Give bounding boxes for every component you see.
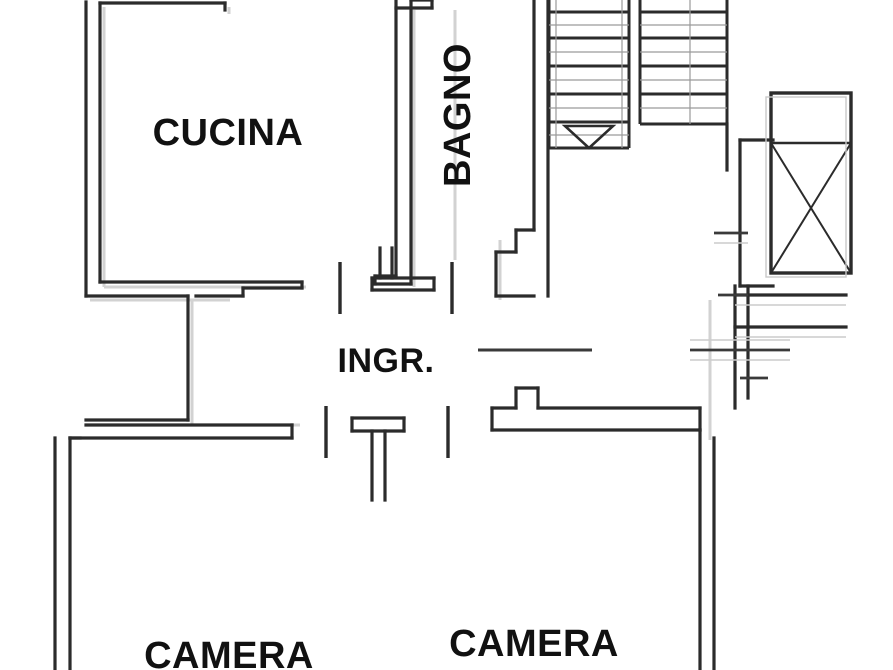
exterior-wall-left xyxy=(53,436,82,670)
detail-lines-right-thin xyxy=(690,242,846,361)
pilaster-upper-center xyxy=(370,246,436,292)
room-outline-camera-right xyxy=(698,428,716,670)
staircase-right-flight xyxy=(638,0,729,170)
wall-ingresso-right-lower xyxy=(490,386,702,432)
door-jambs-ingresso xyxy=(324,262,454,458)
room-outline-camera-left xyxy=(68,418,294,440)
room-outline-bagno xyxy=(373,0,434,286)
stair-direction-arrow-icon xyxy=(561,124,617,150)
elevator-shaft xyxy=(765,91,853,278)
wall-bagno-right xyxy=(494,0,550,298)
room-label-camera-left: CAMERA xyxy=(144,635,314,670)
staircase-left-flight xyxy=(547,0,631,150)
room-label-bagno: BAGNO xyxy=(437,43,479,187)
pilaster-lower-center xyxy=(350,416,406,502)
room-label-ingresso: INGR. xyxy=(338,342,435,380)
room-label-camera-right: CAMERA xyxy=(449,623,619,665)
detail-lines-right xyxy=(690,231,790,380)
wall-landing-right xyxy=(725,122,775,288)
room-label-cucina: CUCINA xyxy=(153,112,304,154)
room-outline-cucina xyxy=(84,0,304,422)
shaft-cross-icon xyxy=(770,142,852,274)
